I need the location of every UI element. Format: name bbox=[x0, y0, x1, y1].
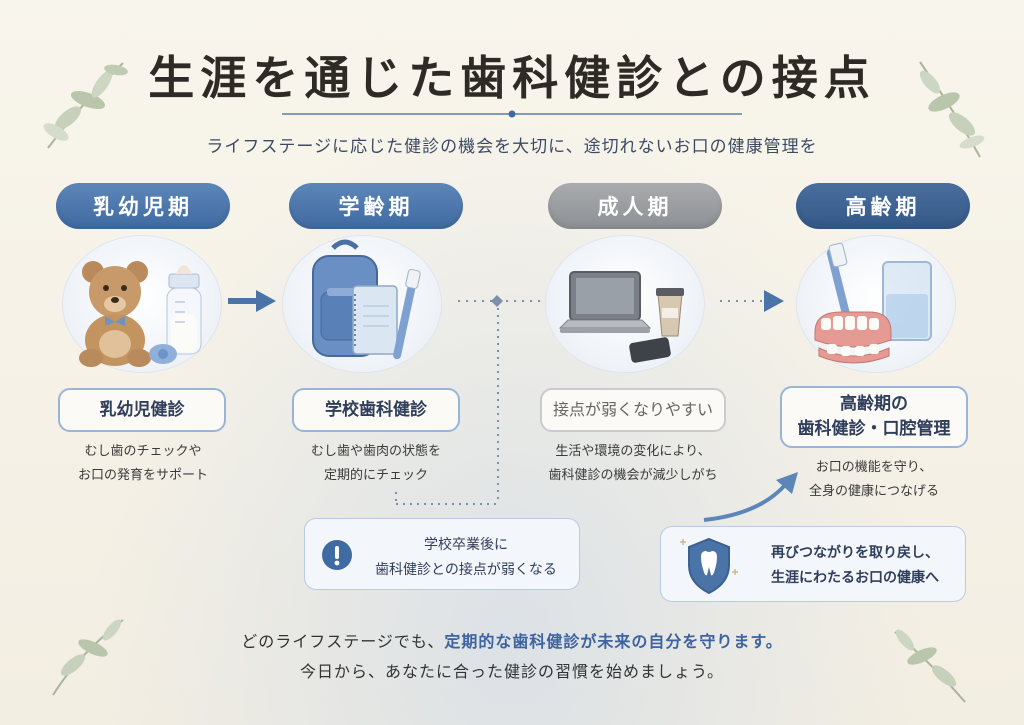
checkup-label-elderly: 高齢期の 歯科健診・口腔管理 bbox=[780, 386, 968, 448]
checkup-label-school: 学校歯科健診 bbox=[292, 388, 460, 432]
page-subtitle: ライフステージに応じた健診の機会を大切に、途切れないお口の健康管理を bbox=[206, 137, 818, 157]
description-school-line2: 定期的にチェック bbox=[323, 468, 428, 484]
description-elderly: お口の機能を守り、 全身の健康につなげる bbox=[776, 456, 972, 504]
warning-note-line1: 学校卒業後に bbox=[424, 537, 508, 553]
warning-note-text: 学校卒業後に 歯科健診との接点が弱くなる bbox=[363, 533, 569, 582]
stage-school: 学齢期 bbox=[289, 183, 463, 229]
stage-elderly: 高齢期 bbox=[796, 183, 970, 229]
leaf-decoration-top-left-icon bbox=[43, 62, 128, 149]
reconnect-note-text: 再びつながりを取り戻し、 生涯にわたるお口の健康へ bbox=[753, 541, 957, 590]
teddy-bear-and-baby-bottle-icon bbox=[79, 261, 202, 367]
description-infant-line1: むし歯のチェックや bbox=[84, 444, 202, 459]
stage-adult: 成人期 bbox=[548, 183, 722, 229]
arrow-adult-to-elderly-icon bbox=[720, 290, 784, 312]
warning-note-line2: 歯科健診との接点が弱くなる bbox=[375, 561, 557, 578]
footer-line1-prefix: どのライフステージでも、 bbox=[241, 632, 445, 651]
leaf-decoration-top-right-icon bbox=[919, 61, 985, 158]
dotted-drop-line bbox=[395, 308, 499, 505]
stage-banner-infant: 乳幼児期 bbox=[56, 183, 230, 229]
description-adult-line1: 生活や環境の変化により、 bbox=[555, 444, 711, 459]
description-school-line1: むし歯や歯肉の状態を bbox=[310, 444, 441, 459]
illustration-adult bbox=[545, 235, 705, 373]
description-elderly-line1: お口の機能を守り、 bbox=[815, 460, 933, 475]
illustration-school bbox=[282, 235, 442, 373]
reconnect-note-line1: 再びつながりを取り戻し、 bbox=[771, 545, 939, 561]
stage-banner-school: 学齢期 bbox=[289, 183, 463, 229]
illustration-infant bbox=[62, 235, 222, 373]
leaf-decoration-bottom-right-icon bbox=[894, 629, 966, 703]
exclamation-icon bbox=[322, 540, 352, 570]
title-divider bbox=[282, 110, 742, 118]
description-adult-line2: 歯科健診の機会が減少しがち bbox=[548, 468, 718, 484]
leaf-decoration-bottom-left-icon bbox=[52, 619, 124, 696]
stage-banner-elderly: 高齢期 bbox=[796, 183, 970, 229]
description-infant: むし歯のチェックや お口の発育をサポート bbox=[48, 440, 238, 488]
stage-banner-adult: 成人期 bbox=[548, 183, 722, 229]
reconnect-note-line2: 生涯にわたるお口の健康へ bbox=[771, 569, 939, 586]
checkup-label-infant: 乳幼児健診 bbox=[58, 388, 226, 432]
description-infant-line2: お口の発育をサポート bbox=[77, 468, 208, 484]
page-title: 生涯を通じた歯科健診との接点 bbox=[148, 51, 876, 105]
checkup-label-elderly-line1: 高齢期の bbox=[840, 394, 908, 415]
laptop-coffee-phone-icon bbox=[558, 271, 684, 363]
description-adult: 生活や環境の変化により、 歯科健診の機会が減少しがち bbox=[530, 440, 736, 488]
school-backpack-and-toothbrush-icon bbox=[312, 239, 421, 360]
checkup-label-adult: 接点が弱くなりやすい bbox=[540, 388, 726, 432]
tooth-shield-icon bbox=[680, 537, 738, 595]
footer-line1-highlight: 定期的な歯科健診が未来の自分を守ります。 bbox=[444, 632, 783, 651]
description-school: むし歯や歯肉の状態を 定期的にチェック bbox=[278, 440, 474, 488]
illustration-elderly bbox=[796, 235, 956, 373]
dotted-connector-school-to-adult bbox=[458, 295, 540, 307]
footer-line2: 今日から、あなたに合った健診の習慣を始めましょう。 bbox=[299, 662, 725, 681]
denture-toothbrush-glass-icon bbox=[814, 242, 932, 364]
arrow-infant-to-school-icon bbox=[228, 290, 276, 312]
footer-line1: どのライフステージでも、定期的な歯科健診が未来の自分を守ります。 bbox=[0, 628, 1024, 652]
stage-infant: 乳幼児期 bbox=[56, 183, 230, 229]
checkup-label-elderly-line2: 歯科健診・口腔管理 bbox=[797, 419, 951, 439]
curved-arrow-to-elderly-icon bbox=[703, 472, 798, 522]
warning-note: 学校卒業後に 歯科健診との接点が弱くなる bbox=[304, 518, 580, 590]
description-elderly-line2: 全身の健康につなげる bbox=[808, 484, 939, 500]
reconnect-note: 再びつながりを取り戻し、 生涯にわたるお口の健康へ bbox=[660, 526, 966, 602]
